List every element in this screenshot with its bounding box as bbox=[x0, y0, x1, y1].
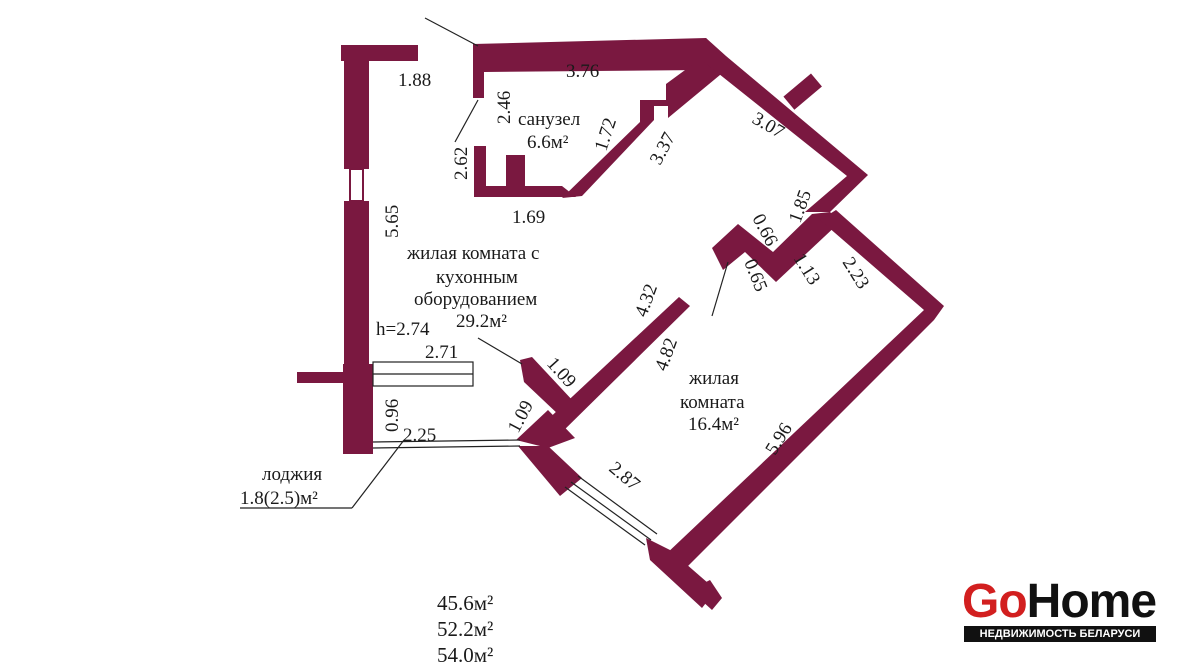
dim-1-88: 1.88 bbox=[398, 70, 431, 91]
total-area-2: 52.2м² bbox=[437, 617, 493, 641]
dim-4-32: 4.32 bbox=[631, 281, 662, 319]
logo-go: Go bbox=[962, 575, 1028, 628]
wall-door-corner-lower bbox=[516, 410, 575, 448]
ceiling-height: h=2.74 bbox=[376, 319, 430, 340]
dim-3-76: 3.76 bbox=[566, 61, 599, 82]
dim-2-87: 2.87 bbox=[605, 458, 644, 495]
dim-3-37: 3.37 bbox=[646, 129, 680, 168]
living-name-line2: кухонным bbox=[436, 267, 518, 288]
logo-home: Home bbox=[1026, 575, 1157, 628]
wall-bedroom-inner bbox=[543, 297, 690, 438]
wall-bottom-stub bbox=[690, 580, 722, 610]
wall-bathroom-bottom bbox=[474, 146, 576, 197]
wall-door-corner-upper bbox=[520, 357, 574, 416]
dim-0-96: 0.96 bbox=[382, 399, 403, 432]
room-labels: санузел 6.6м² жилая комната с кухонным о… bbox=[240, 109, 745, 509]
living-name-line3: оборудованием bbox=[414, 289, 537, 310]
bedroom-area: 16.4м² bbox=[688, 414, 739, 435]
area-totals: 45.6м² 52.2м² 54.0м² bbox=[437, 591, 493, 667]
dim-2-46: 2.46 bbox=[494, 91, 515, 124]
wall-bathroom-diag-inner bbox=[562, 60, 726, 198]
dim-1-69: 1.69 bbox=[512, 207, 545, 228]
bathroom-name: санузел bbox=[518, 109, 581, 130]
wall-left-middle bbox=[344, 201, 369, 367]
bedroom-name-line2: комната bbox=[680, 392, 745, 413]
wall-right-stub bbox=[783, 73, 822, 110]
dim-2-62: 2.62 bbox=[451, 147, 472, 180]
dim-2-71: 2.71 bbox=[425, 342, 458, 363]
dim-2-25: 2.25 bbox=[403, 425, 436, 446]
logo-wordmark: GoHome bbox=[962, 575, 1157, 628]
logo-subtitle: НЕДВИЖИМОСТЬ БЕЛАРУСИ bbox=[964, 626, 1156, 642]
leader-lines bbox=[240, 17, 729, 509]
loggia-area: 1.8(2.5)м² bbox=[240, 488, 318, 509]
wall-left-lower bbox=[343, 364, 373, 454]
wall-left-window-frame bbox=[349, 168, 364, 202]
total-area-3: 54.0м² bbox=[437, 643, 493, 667]
wall-left-stub bbox=[297, 372, 347, 383]
wall-bottom-left bbox=[518, 446, 582, 496]
gohome-logo[interactable]: GoHome НЕДВИЖИМОСТЬ БЕЛАРУСИ bbox=[962, 578, 1158, 644]
wall-bedroom-right bbox=[664, 210, 944, 570]
wall-right-diagonal bbox=[704, 38, 868, 212]
wall-left-upper bbox=[344, 48, 369, 169]
living-name-line1: жилая комната с bbox=[406, 243, 539, 264]
wall-bathroom-top bbox=[473, 38, 722, 98]
total-area-1: 45.6м² bbox=[437, 591, 493, 615]
bathroom-area: 6.6м² bbox=[527, 132, 569, 153]
bedroom-name-line1: жилая bbox=[688, 368, 739, 389]
dim-5-65: 5.65 bbox=[382, 205, 403, 238]
windows bbox=[372, 361, 658, 546]
living-area: 29.2м² bbox=[456, 311, 507, 332]
wall-partition-step bbox=[712, 212, 840, 282]
loggia-name: лоджия bbox=[262, 464, 322, 485]
dim-4-82: 4.82 bbox=[651, 335, 682, 373]
walls bbox=[297, 38, 944, 610]
